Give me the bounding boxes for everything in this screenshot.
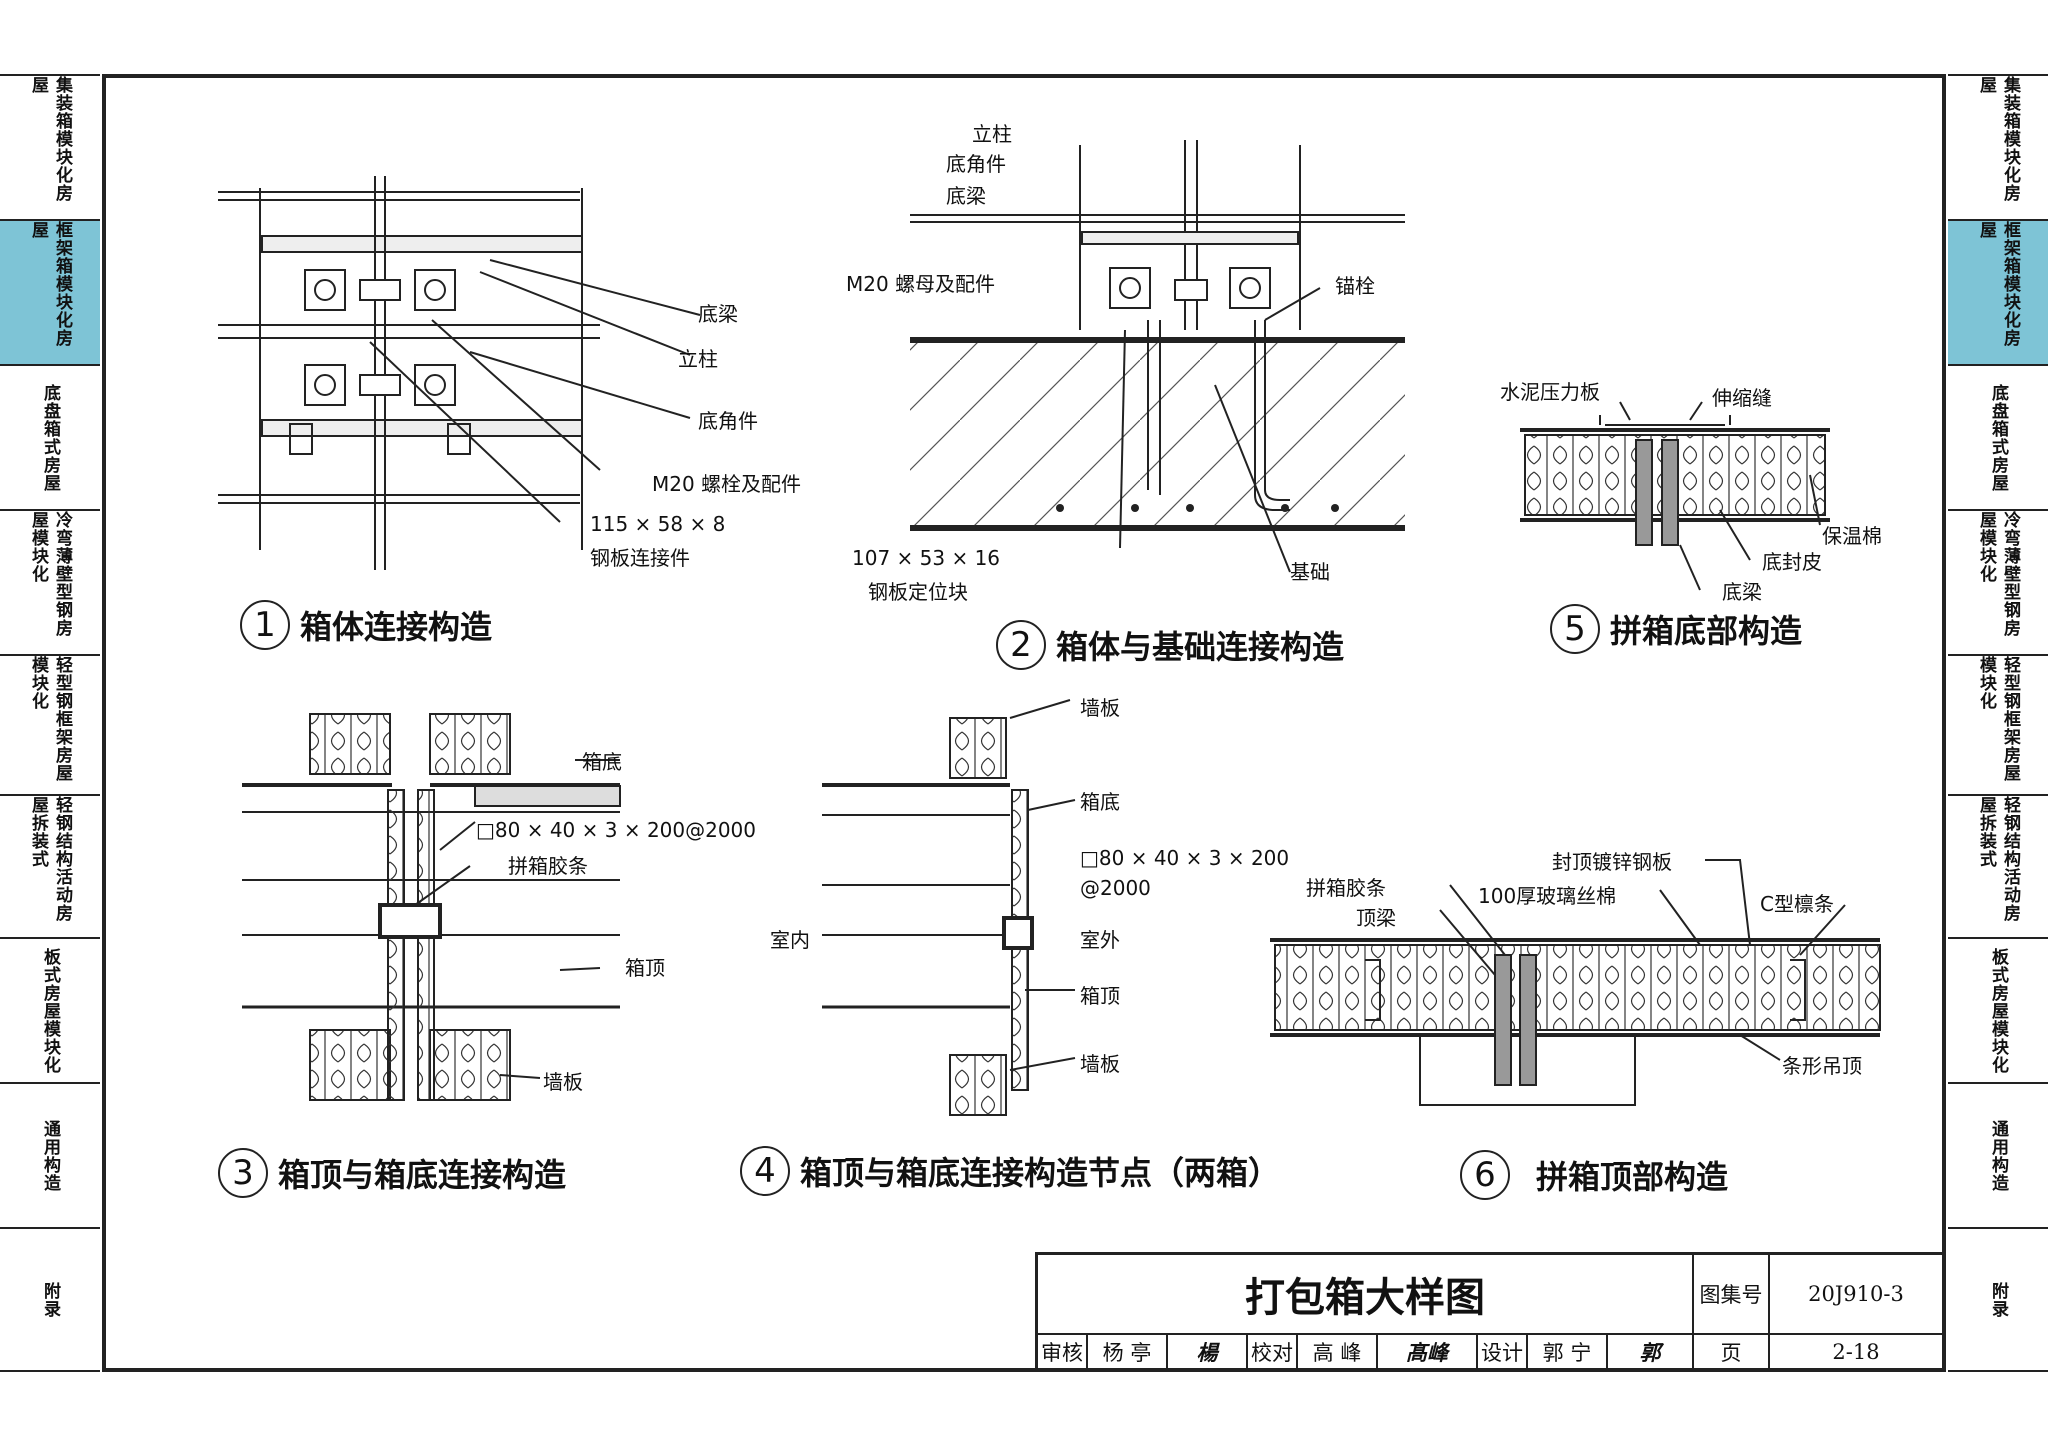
- left-tab-0[interactable]: 集装箱模块化房屋: [0, 74, 100, 219]
- d5-label-insul: 保温棉: [1822, 524, 1882, 548]
- d4-label-tube1: □80 × 40 × 3 × 200: [1080, 846, 1290, 870]
- d6-label-purlin: C型檩条: [1760, 892, 1834, 916]
- d6-label-sheet: 封顶镀锌钢板: [1552, 850, 1672, 874]
- atlas-number: 20J910-3: [1770, 1255, 1942, 1335]
- right-tab-5[interactable]: 轻钢结构活动房屋拆装式: [1948, 794, 2048, 937]
- d3-label-top: 箱顶: [625, 956, 665, 980]
- detail-1-number: 1: [240, 600, 290, 650]
- d2-label-anchor: 锚栓: [1335, 274, 1375, 298]
- drawing-title: 打包箱大样图: [1038, 1255, 1694, 1335]
- drawing-frame: [102, 74, 1946, 1372]
- d2-label-nut: M20 螺母及配件: [846, 272, 996, 296]
- right-tab-2[interactable]: 底盘箱式房屋: [1948, 364, 2048, 509]
- page-label: 页: [1694, 1335, 1770, 1368]
- right-tab-6[interactable]: 板式房屋模块化: [1948, 937, 2048, 1082]
- title-block: 打包箱大样图 图集号 20J910-3 审核 杨 亭 楊 校对 高 峰 髙峰 设…: [1035, 1252, 1942, 1368]
- d4-label-wall1: 墙板: [1080, 696, 1120, 720]
- d1-label-plate1: 115 × 58 × 8: [590, 512, 726, 536]
- d3-label-bottom: 箱底: [582, 750, 622, 774]
- right-tab-0[interactable]: 集装箱模块化房屋: [1948, 74, 2048, 219]
- checker-signature: 髙峰: [1378, 1335, 1478, 1368]
- atlas-label: 图集号: [1694, 1255, 1770, 1335]
- d1-label-corner: 底角件: [698, 409, 758, 433]
- d2-label-corner: 底角件: [946, 152, 1006, 176]
- left-tab-2[interactable]: 底盘箱式房屋: [0, 364, 100, 509]
- d4-label-outside: 室外: [1080, 928, 1120, 952]
- review-label: 审核: [1038, 1335, 1088, 1368]
- page-number: 2-18: [1832, 1339, 1880, 1364]
- detail-6-number: 6: [1460, 1150, 1510, 1200]
- right-tab-7[interactable]: 通用构造: [1948, 1082, 2048, 1227]
- designer-signature: 郭: [1608, 1335, 1694, 1368]
- d5-label-skin: 底封皮: [1762, 550, 1822, 574]
- detail-1-drawing: [218, 176, 701, 570]
- d3-label-tube: □80 × 40 × 3 × 200@2000: [476, 818, 757, 842]
- detail-4-drawing: [822, 699, 1076, 1116]
- d3-label-strip: 拼箱胶条: [508, 854, 588, 878]
- d5-label-joint: 伸缩缝: [1712, 386, 1772, 410]
- check-label: 校对: [1248, 1335, 1298, 1368]
- design-label: 设计: [1478, 1335, 1528, 1368]
- right-tab-8[interactable]: 附录: [1948, 1227, 2048, 1372]
- left-tab-6[interactable]: 板式房屋模块化: [0, 937, 100, 1082]
- d2-label-block1: 107 × 53 × 16: [852, 546, 1001, 570]
- reviewer-name: 杨 亭: [1088, 1335, 1168, 1368]
- reviewer-signature: 楊: [1168, 1335, 1248, 1368]
- d1-label-bolt: M20 螺栓及配件: [652, 472, 802, 496]
- detail-6-drawing: [1270, 859, 1881, 1106]
- d5-label-board: 水泥压力板: [1500, 380, 1600, 404]
- d6-label-strip: 拼箱胶条: [1306, 876, 1386, 900]
- d4-label-top: 箱顶: [1080, 984, 1120, 1008]
- left-tab-1[interactable]: 框架箱模块化房屋: [0, 219, 100, 364]
- d5-label-beam: 底梁: [1722, 580, 1762, 604]
- d3-label-wall: 墙板: [543, 1070, 583, 1094]
- detail-2-drawing: [910, 140, 1405, 573]
- detail-2-number: 2: [996, 620, 1046, 670]
- left-tab-5[interactable]: 轻钢结构活动房屋拆装式: [0, 794, 100, 937]
- d2-label-base: 基础: [1290, 560, 1330, 584]
- d2-label-beam: 底梁: [946, 184, 986, 208]
- designer-name: 郭 宁: [1528, 1335, 1608, 1368]
- left-tab-7[interactable]: 通用构造: [0, 1082, 100, 1227]
- d6-label-beam: 顶梁: [1356, 906, 1396, 930]
- left-tab-3[interactable]: 冷弯薄壁型钢房屋模块化: [0, 509, 100, 654]
- d4-label-wall2: 墙板: [1080, 1052, 1120, 1076]
- d2-label-column: 立柱: [972, 122, 1012, 146]
- detail-5-number: 5: [1550, 604, 1600, 654]
- detail-4-number: 4: [740, 1146, 790, 1196]
- detail-5-drawing: [1520, 401, 1830, 591]
- d1-label-column: 立柱: [678, 347, 718, 371]
- checker-name: 高 峰: [1298, 1335, 1378, 1368]
- right-tab-3[interactable]: 冷弯薄壁型钢房屋模块化: [1948, 509, 2048, 654]
- d6-label-ceiling: 条形吊顶: [1782, 1054, 1862, 1078]
- left-tab-8[interactable]: 附录: [0, 1227, 100, 1372]
- d4-label-bottom: 箱底: [1080, 790, 1120, 814]
- d1-label-plate2: 钢板连接件: [590, 546, 690, 570]
- d4-label-inside: 室内: [770, 928, 810, 952]
- right-tab-1[interactable]: 框架箱模块化房屋: [1948, 219, 2048, 364]
- right-tab-4[interactable]: 轻型钢框架房屋模块化: [1948, 654, 2048, 794]
- detail-3-number: 3: [218, 1148, 268, 1198]
- detail-3-drawing: [242, 713, 621, 1101]
- left-tab-4[interactable]: 轻型钢框架房屋模块化: [0, 654, 100, 794]
- d4-label-tube2: @2000: [1080, 876, 1151, 900]
- d1-label-beam: 底梁: [698, 302, 738, 326]
- d6-label-wool: 100厚玻璃丝棉: [1478, 884, 1617, 908]
- d2-label-block2: 钢板定位块: [868, 580, 968, 604]
